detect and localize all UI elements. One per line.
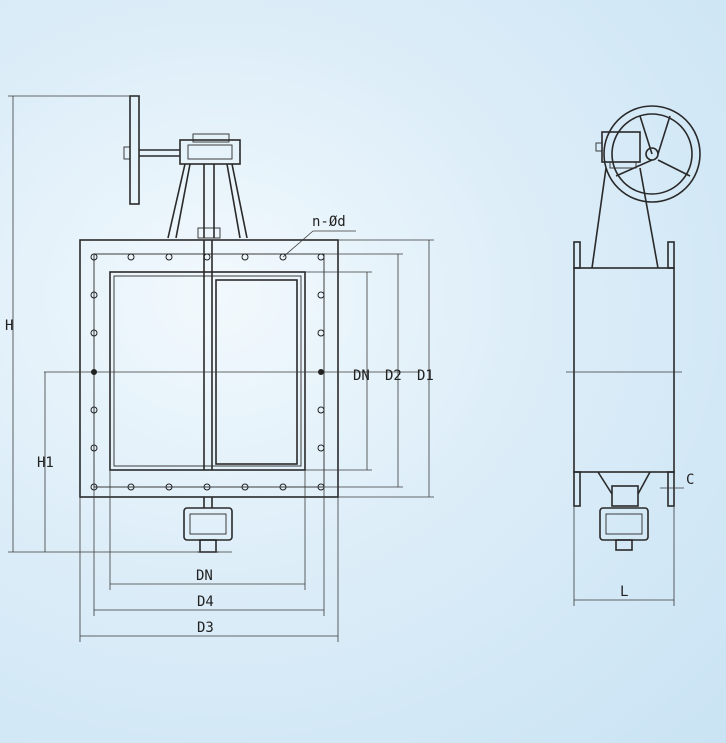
front-view: [8, 95, 434, 642]
label-c: C: [686, 472, 694, 488]
label-l: L: [620, 584, 628, 600]
handwheel: [603, 105, 701, 203]
bottom-bearing: [183, 497, 233, 553]
label-h: H: [5, 318, 13, 334]
label-dn-bottom: DN: [196, 568, 213, 584]
handwheel-rim: [129, 95, 140, 205]
gearbox: [179, 139, 241, 165]
label-d4: D4: [197, 594, 214, 610]
label-d3: D3: [197, 620, 214, 636]
side-bearing: [599, 507, 649, 541]
label-bolt-holes: n-Ød: [312, 214, 346, 230]
label-dn-right: DN: [353, 368, 370, 384]
outer-flange: [79, 239, 339, 498]
label-h1: H1: [37, 455, 54, 471]
valve-opening: [109, 271, 306, 471]
side-view: [566, 105, 701, 606]
label-d1: D1: [417, 368, 434, 384]
side-body: [573, 267, 675, 473]
handwheel-hub: [123, 146, 131, 160]
label-d2: D2: [385, 368, 402, 384]
